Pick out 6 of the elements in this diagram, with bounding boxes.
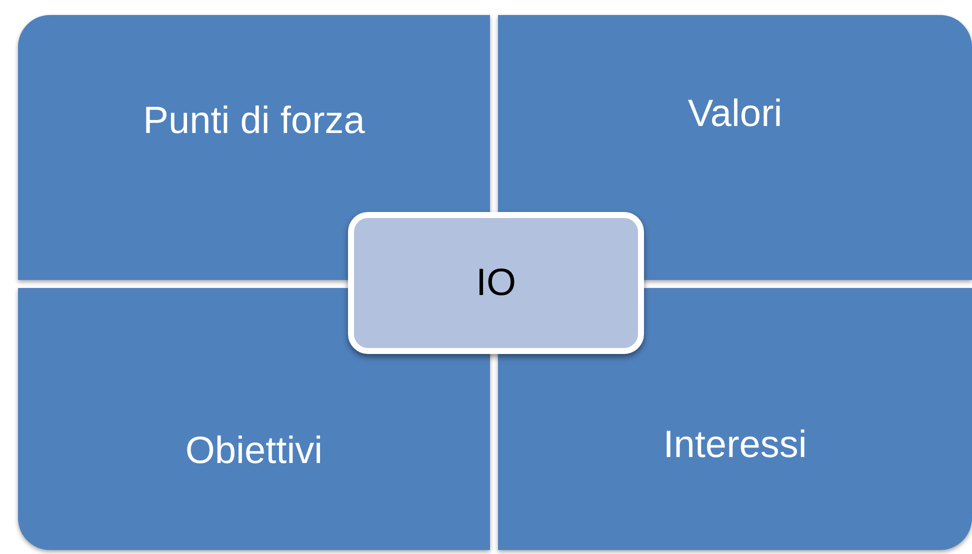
center-label: IO [476, 262, 516, 304]
quadrant-label: Obiettivi [184, 430, 324, 473]
quadrant-label: Valori [686, 93, 784, 136]
quadrant-label: Interessi [662, 424, 808, 467]
quadrant-label: Punti di forza [142, 100, 366, 143]
center-box [348, 212, 644, 354]
